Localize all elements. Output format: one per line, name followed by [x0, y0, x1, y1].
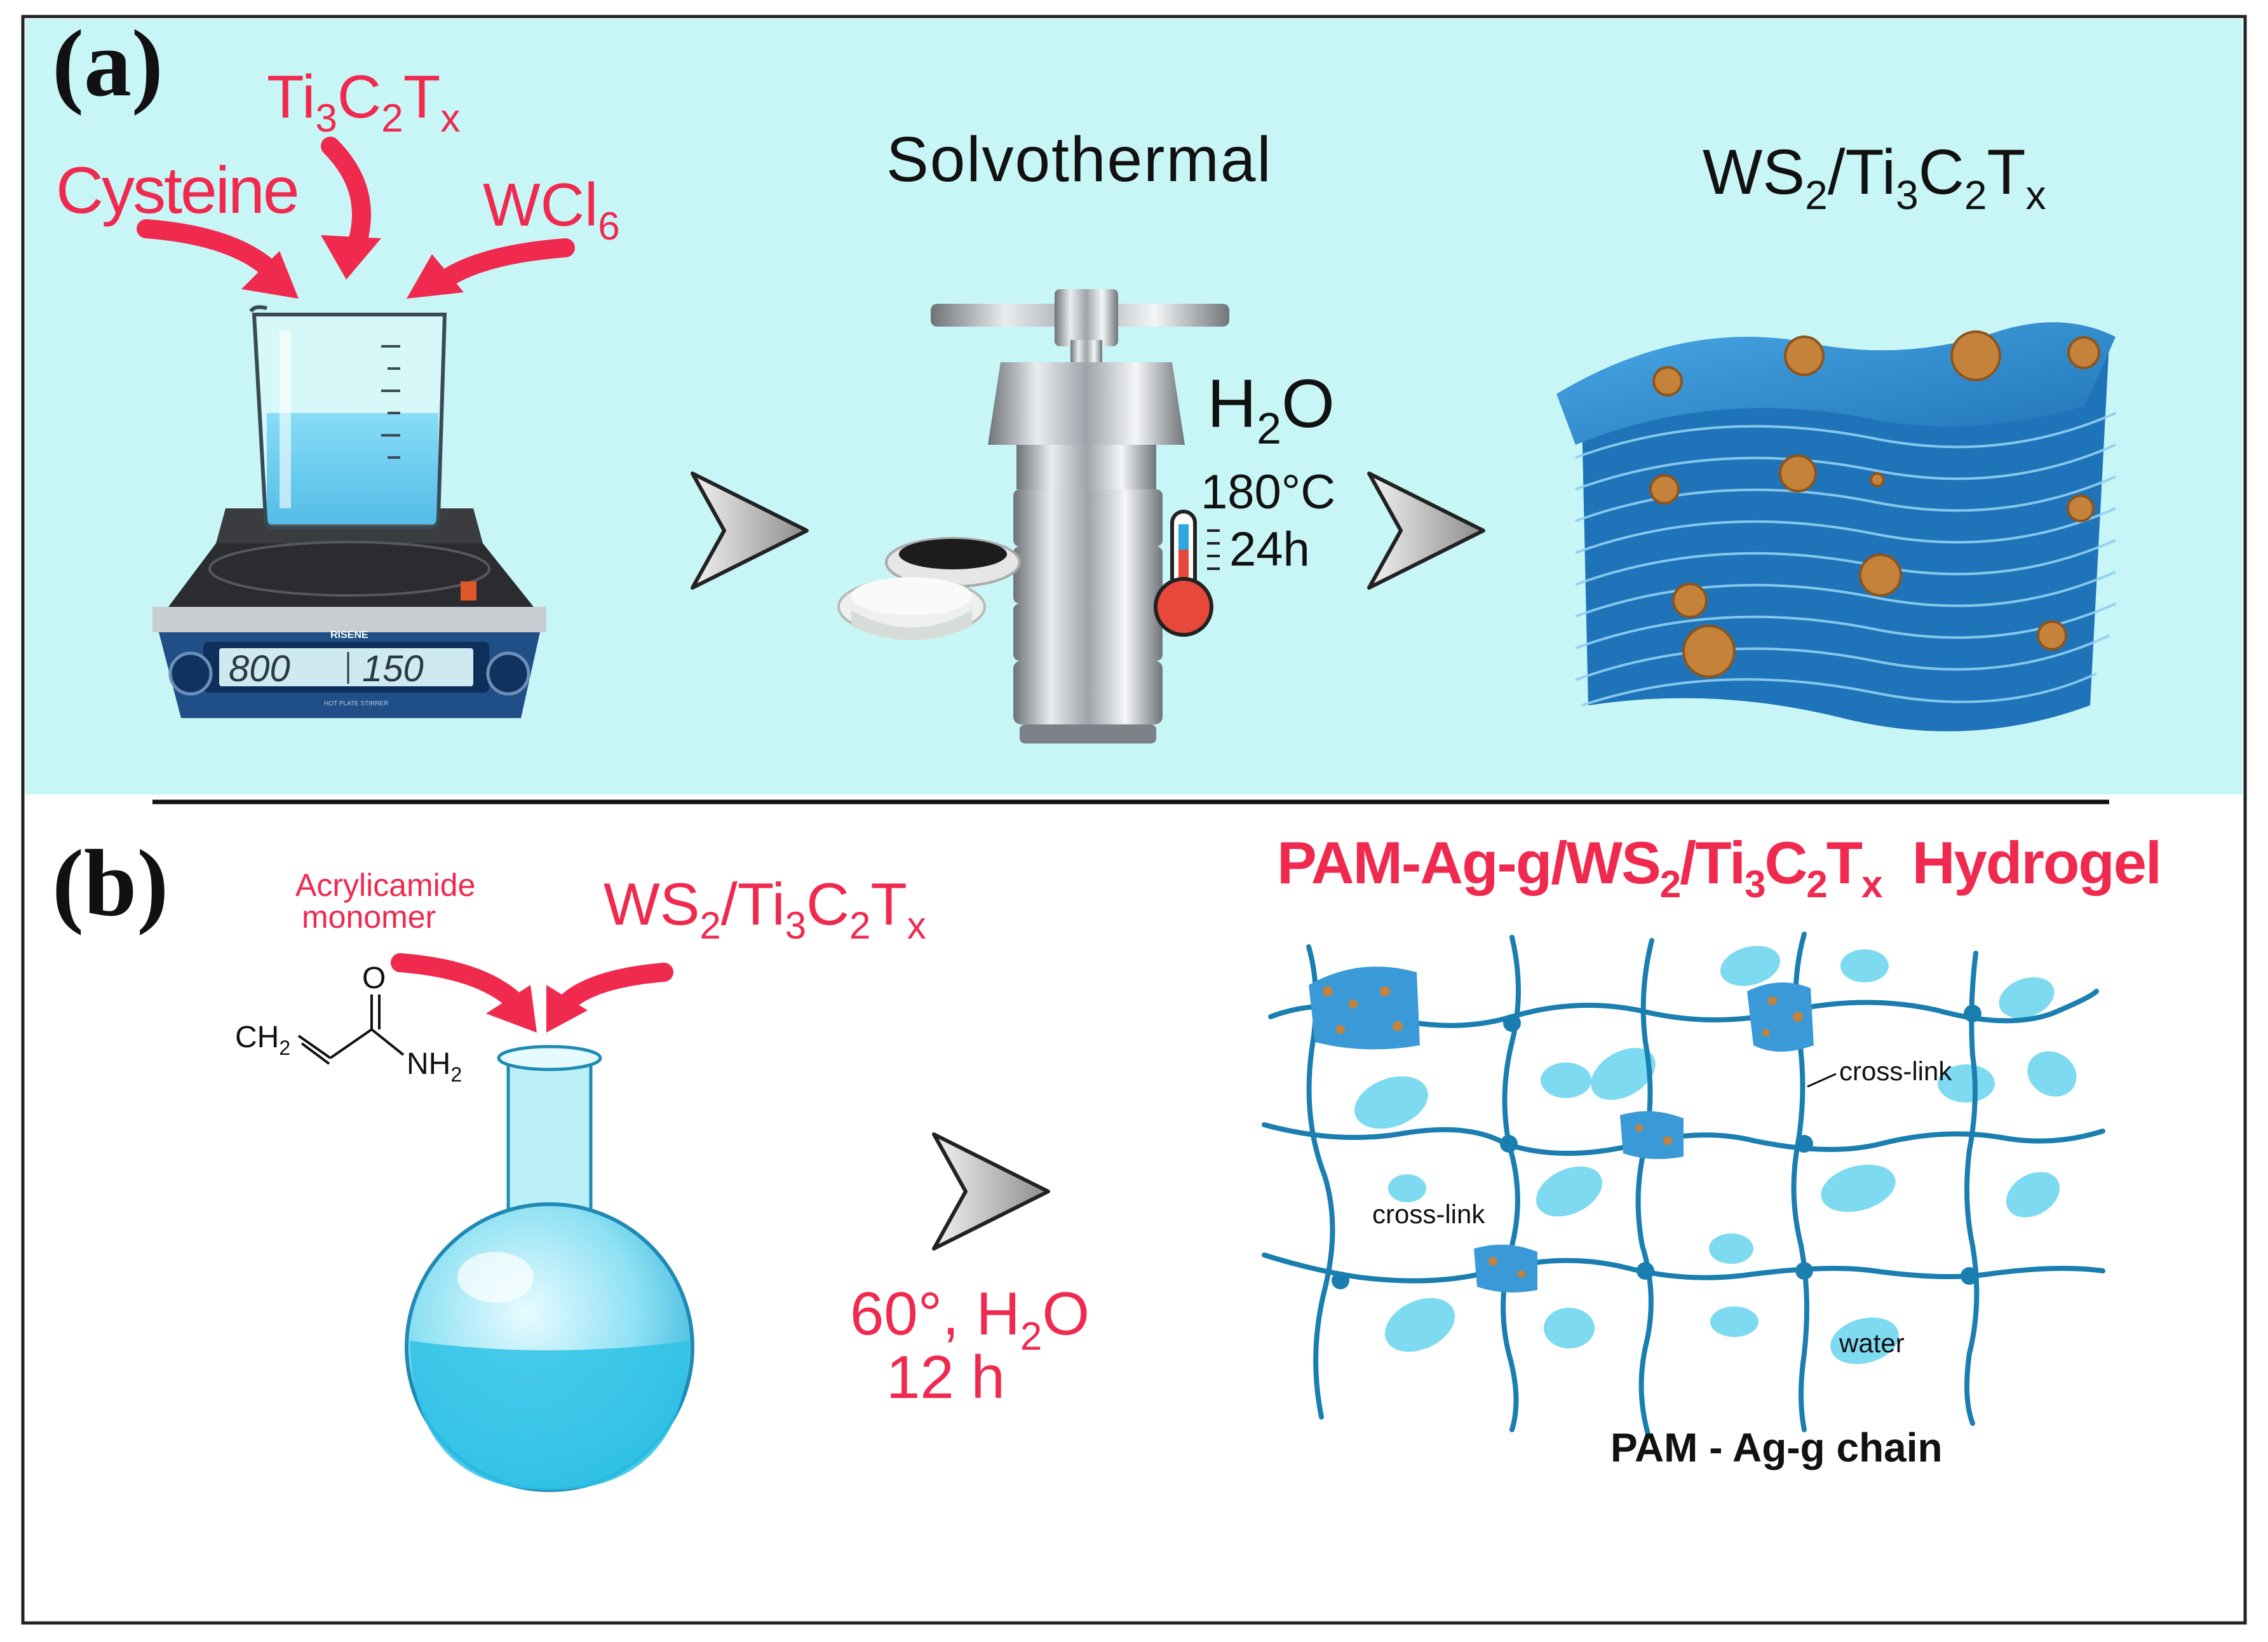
thermometer-icon [1154, 510, 1220, 637]
product-ws2-ti3c2tx: WS2/Ti3C2Tx [1703, 137, 2046, 218]
hydrogel-network [1262, 932, 2105, 1439]
label-crosslink-left: cross-link [1372, 1199, 1485, 1229]
process-arrow-2 [1367, 472, 1485, 590]
acrylamide-structure: CH2 O NH2 [235, 961, 462, 1086]
round-bottom-flask [405, 1045, 694, 1492]
crosslink-leader-line [1807, 1073, 1837, 1088]
svg-text:RISENE: RISENE [330, 630, 368, 641]
process-arrow-3 [932, 1132, 1050, 1251]
condition-time: 24h [1229, 522, 1310, 576]
panel-b-label: (b) [52, 831, 168, 936]
hot-plate-stirrer: 800 150 RISENE HOT PLATE STIRRER [152, 508, 546, 718]
monomer-label-line2: monomer [302, 899, 436, 935]
label-crosslink-right: cross-link [1839, 1056, 1952, 1086]
reagent-ti3c2tx: Ti3C2Tx [267, 63, 460, 140]
powder-dishes [837, 537, 1021, 641]
figure-frame [21, 15, 2247, 1625]
label-water: water [1839, 1328, 1905, 1358]
reagent-arrows [137, 137, 575, 289]
monomer-label-line1: Acrylicamide [295, 867, 475, 903]
autoclave [931, 289, 1229, 743]
svg-text:150: 150 [362, 648, 424, 689]
condition-temperature: 180°C [1201, 465, 1335, 519]
reagent-arrowheads [241, 235, 464, 299]
beaker [249, 305, 447, 529]
reagent-cysteine: Cysteine [56, 154, 298, 227]
svg-text:NH2: NH2 [407, 1047, 462, 1086]
step-title-solvothermal: Solvothermal [886, 124, 1272, 195]
embedded-sheets [1309, 967, 1814, 1293]
ws2-ti3c2tx-layered-sheets [1556, 322, 2116, 731]
svg-text:CH2: CH2 [235, 1021, 290, 1059]
process-arrow-1 [691, 472, 809, 590]
additive-ws2-ti3c2tx: WS2/Ti3C2Tx [604, 871, 926, 947]
panel-b-arrows [391, 953, 673, 1014]
condition-solvent: H2O [1207, 365, 1335, 453]
svg-text:800: 800 [229, 648, 290, 689]
panel-a-label: (a) [52, 11, 163, 116]
svg-text:O: O [362, 961, 386, 995]
panel-b-arrowheads [486, 985, 588, 1033]
svg-text:HOT PLATE STIRRER: HOT PLATE STIRRER [324, 700, 388, 707]
reaction-conditions-line2: 12 h [886, 1343, 1005, 1411]
label-pam-chain: PAM - Ag-g chain [1610, 1425, 1943, 1470]
reaction-conditions-line1: 60°, H2O [850, 1280, 1090, 1359]
reagent-wcl6: WCl6 [483, 171, 620, 248]
hydrogel-title: PAM-Ag-g/WS2/Ti3C2Tx Hydrogel [1277, 829, 2161, 906]
